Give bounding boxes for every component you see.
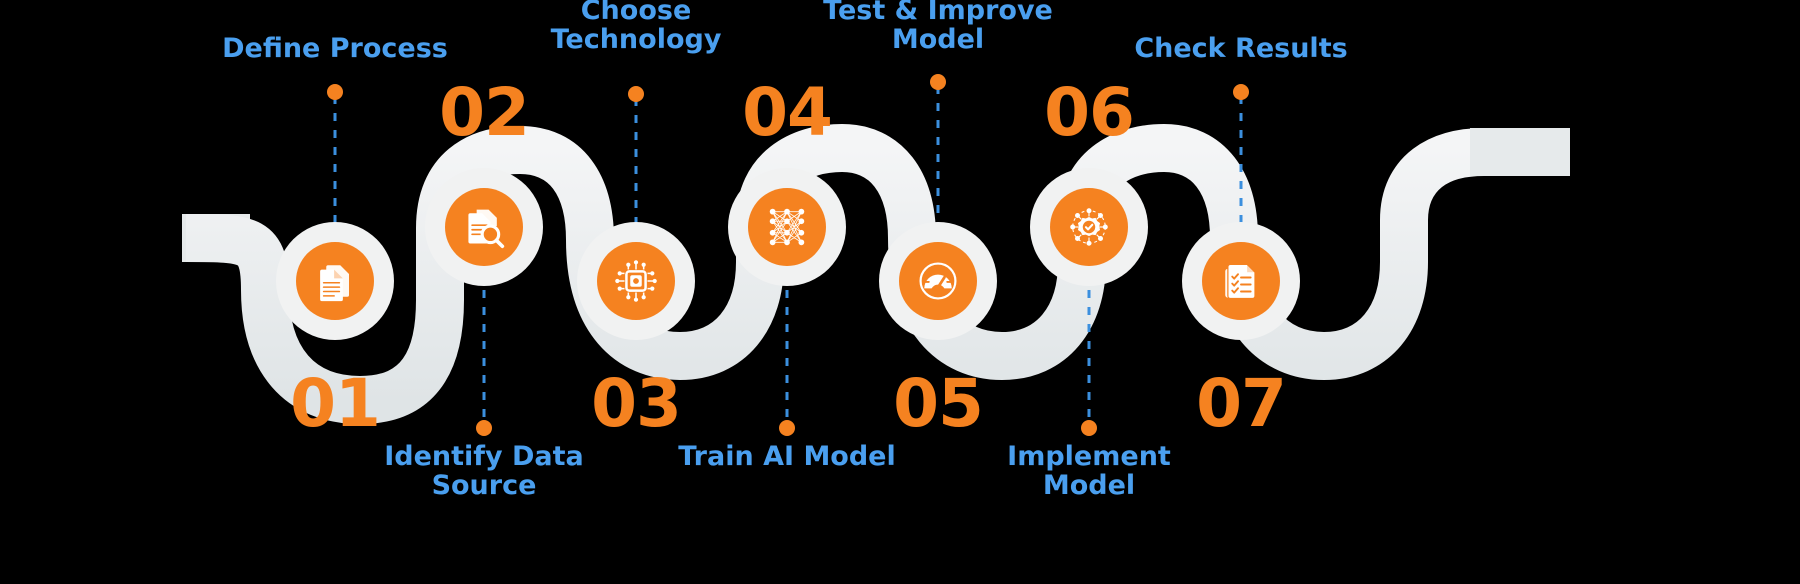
step-number-06: 06 bbox=[1044, 74, 1135, 151]
document-search-icon bbox=[462, 205, 506, 249]
step-number-04: 04 bbox=[742, 74, 833, 151]
connector-dot-05 bbox=[930, 74, 946, 90]
connector-lines bbox=[333, 86, 1243, 424]
node-icon-circle-03[interactable] bbox=[597, 242, 675, 320]
step-label-03: Choose Technology bbox=[550, 0, 722, 56]
step-number-02: 02 bbox=[439, 74, 530, 151]
connector-dot-01 bbox=[327, 84, 343, 100]
step-number-01: 01 bbox=[290, 365, 381, 442]
step-number-03: 03 bbox=[591, 365, 682, 442]
microchip-icon bbox=[613, 258, 659, 304]
node-icon-circle-06[interactable] bbox=[1050, 188, 1128, 266]
connector-dot-06 bbox=[1081, 420, 1097, 436]
connector-dot-02 bbox=[476, 420, 492, 436]
step-node-06[interactable] bbox=[1030, 168, 1148, 286]
node-icon-circle-05[interactable] bbox=[899, 242, 977, 320]
step-node-03[interactable] bbox=[577, 222, 695, 340]
node-icon-circle-04[interactable] bbox=[748, 188, 826, 266]
step-number-05: 05 bbox=[893, 365, 984, 442]
connector-dot-03 bbox=[628, 86, 644, 102]
node-icon-circle-01[interactable] bbox=[296, 242, 374, 320]
connector-dot-07 bbox=[1233, 84, 1249, 100]
step-node-04[interactable] bbox=[728, 168, 846, 286]
step-label-02: Identify Data Source bbox=[384, 441, 584, 502]
step-node-07[interactable] bbox=[1182, 222, 1300, 340]
node-icon-circle-07[interactable] bbox=[1202, 242, 1280, 320]
step-node-01[interactable] bbox=[276, 222, 394, 340]
connector-dots bbox=[327, 74, 1249, 436]
step-label-06: Implement Model bbox=[1007, 441, 1171, 502]
step-label-07: Check Results bbox=[1134, 33, 1348, 64]
checklist-icon bbox=[1220, 260, 1262, 302]
speedometer-icon bbox=[916, 259, 960, 303]
node-icon-circle-02[interactable] bbox=[445, 188, 523, 266]
neural-network-icon bbox=[764, 204, 810, 250]
step-node-02[interactable] bbox=[425, 168, 543, 286]
gear-check-network-icon bbox=[1066, 204, 1112, 250]
step-number-07: 07 bbox=[1196, 365, 1287, 442]
connector-dot-04 bbox=[779, 420, 795, 436]
step-label-05: Test & Improve Model bbox=[823, 0, 1053, 56]
step-node-05[interactable] bbox=[879, 222, 997, 340]
ribbon-right-tail bbox=[1470, 128, 1570, 176]
step-label-01: Define Process bbox=[222, 33, 448, 64]
step-label-04: Train AI Model bbox=[678, 441, 896, 472]
document-icon bbox=[314, 260, 356, 302]
